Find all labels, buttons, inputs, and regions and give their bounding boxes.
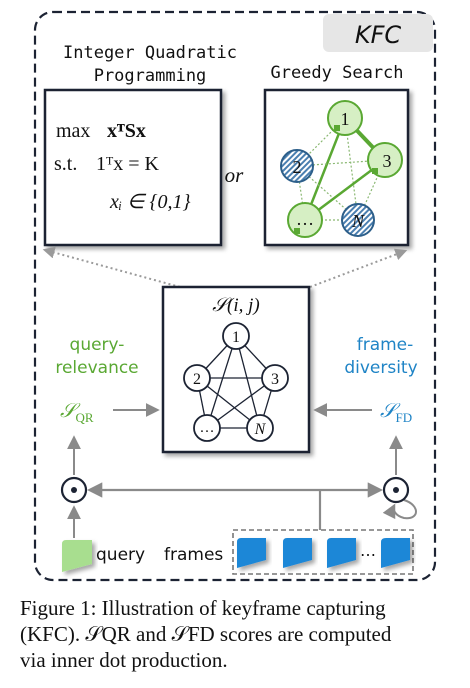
greedy-node-2: 2: [280, 149, 314, 183]
s-fd-label: 𝒮FD: [380, 400, 412, 425]
frames-label: frames: [164, 545, 223, 565]
similarity-node-2: 2: [183, 364, 211, 392]
svg-text:…: …: [296, 209, 314, 229]
greedy-node-n: N: [341, 203, 375, 237]
svg-text:2: 2: [293, 157, 302, 177]
similarity-title: 𝒮(i, j): [212, 295, 259, 316]
svg-text:1: 1: [232, 329, 240, 346]
svg-text:3: 3: [383, 151, 392, 171]
outer-frame: [33, 10, 437, 582]
iqp-panel: [43, 88, 223, 247]
similarity-node-ellipsis: …: [193, 414, 221, 442]
svg-text:1: 1: [341, 109, 350, 129]
caption-line2: (KFC). 𝒮QR and 𝒮FD scores are computed: [20, 622, 392, 646]
frame-token-last: [381, 538, 410, 568]
svg-text:N: N: [254, 421, 267, 438]
greedy-node-1: 1: [327, 100, 363, 136]
iqp-eq1-expr: xᵀSx: [107, 120, 146, 142]
svg-text:2: 2: [193, 371, 201, 388]
query-token: [62, 540, 92, 572]
frame-token-2: [283, 538, 312, 568]
caption-line3: via inner dot production.: [20, 648, 228, 672]
arrow-to-iqp: [42, 246, 181, 288]
greedy-node-3: 3: [367, 142, 403, 178]
frames-ellipsis: …: [360, 541, 376, 560]
kfc-badge-bg: [323, 14, 433, 52]
s-qr-label: 𝒮QR: [60, 400, 94, 425]
caption-line1: Figure 1: Illustration of keyframe captu…: [20, 596, 386, 620]
iqp-eq2-op: s.t.: [54, 153, 77, 175]
greedy-node-ellipsis: …: [287, 202, 323, 238]
iqp-eq3-expr: xᵢ ∈ {0,1}: [109, 191, 190, 213]
similarity-node-1: 1: [222, 322, 250, 350]
iqp-eq2-expr: 1ᵀx = K: [96, 153, 160, 175]
frame-diversity-line2: diversity: [344, 358, 417, 378]
dot-product-left: [60, 476, 88, 504]
svg-text:…: …: [200, 420, 215, 436]
greedy-title: Greedy Search: [270, 63, 403, 83]
or-label: or: [225, 163, 245, 187]
svg-text:3: 3: [271, 371, 279, 388]
iqp-eq1-op: max: [56, 120, 90, 142]
frame-token-3: [327, 538, 356, 568]
frames-group: [232, 529, 414, 575]
similarity-node-n: N: [246, 414, 274, 442]
svg-text:N: N: [351, 211, 365, 231]
arrow-to-greedy: [309, 248, 408, 288]
query-relevance-line1: query-: [70, 335, 125, 355]
iqp-title-line2: Programming: [94, 66, 207, 86]
similarity-node-3: 3: [261, 364, 289, 392]
frame-token-1: [237, 538, 266, 568]
kfc-badge: KFC: [355, 21, 402, 49]
figure-caption: Figure 1: Illustration of keyframe captu…: [20, 595, 460, 673]
frame-diversity-line1: frame-: [357, 335, 414, 355]
self-loop-arrow: [382, 499, 417, 520]
iqp-title-line1: Integer Quadratic: [63, 43, 237, 63]
query-relevance-line2: relevance: [55, 358, 138, 378]
query-label: query: [96, 545, 145, 565]
dot-product-right: [382, 476, 410, 504]
